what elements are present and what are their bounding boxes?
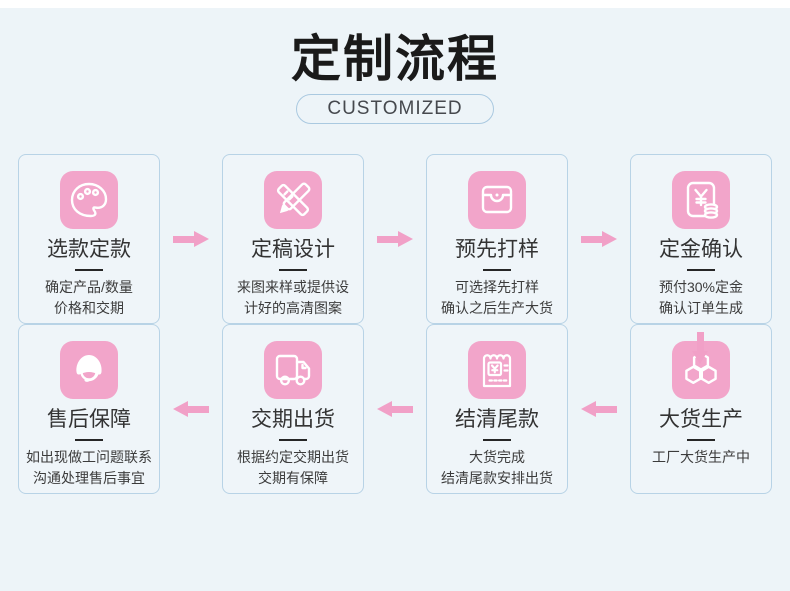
desc-line: 可选择先打样 [455,279,539,295]
desc-line: 预付30%定金 [658,279,744,295]
step-description: 可选择先打样 确认之后生产大货 [441,277,553,319]
design-pen-icon [264,171,322,229]
divider [75,439,103,441]
desc-line: 工厂大货生产中 [652,449,750,465]
arrow-right-icon [377,231,413,247]
divider [279,269,307,271]
flow-row-bottom: 售后保障 如出现做工问题联系 沟通处理售后事宜 [18,324,772,494]
flow-arrow-left [568,324,630,494]
subtitle-pill: CUSTOMIZED [296,94,494,124]
desc-line: 根据约定交期出货 [237,449,349,465]
desc-line: 确定产品/数量 [45,279,133,295]
arrow-right-icon [581,231,617,247]
arrow-left-icon [377,401,413,417]
header: 定制流程 CUSTOMIZED [0,8,790,124]
desc-line: 确认订单生成 [659,300,743,316]
sample-bag-icon [468,171,526,229]
delivery-truck-icon [264,341,322,399]
step-title: 结清尾款 [455,408,539,431]
step-title: 预先打样 [455,238,539,261]
arrow-down-icon [692,332,708,364]
step-description: 预付30%定金 确认订单生成 [659,277,743,319]
step-title: 售后保障 [47,408,131,431]
step-description: 工厂大货生产中 [652,447,750,468]
divider [279,439,307,441]
divider [687,269,715,271]
desc-line: 交期有保障 [258,470,328,486]
desc-line: 沟通处理售后事宜 [33,470,145,486]
desc-line: 价格和交期 [53,300,124,316]
process-flow: 选款定款 确定产品/数量 价格和交期 [18,154,772,494]
flow-arrow-right [160,154,222,324]
step-description: 如出现做工问题联系 沟通处理售后事宜 [26,447,152,489]
flow-arrow-right [364,154,426,324]
step-card-after-sales: 售后保障 如出现做工问题联系 沟通处理售后事宜 [18,324,160,494]
step-description: 根据约定交期出货 交期有保障 [237,447,349,489]
step-card-delivery: 交期出货 根据约定交期出货 交期有保障 [222,324,364,494]
arrow-right-icon [173,231,209,247]
step-title: 定金确认 [659,238,743,261]
arrow-left-icon [581,401,617,417]
step-title: 定稿设计 [251,238,335,261]
divider [687,439,715,441]
flow-arrow-right [568,154,630,324]
step-title: 交期出货 [251,408,335,431]
desc-line: 计好的高清图案 [244,300,342,316]
desc-line: 如出现做工问题联系 [26,449,152,465]
step-card-design: 定稿设计 来图来样或提供设 计好的高清图案 [222,154,364,324]
payment-receipt-icon [468,341,526,399]
step-card-select-style: 选款定款 确定产品/数量 价格和交期 [18,154,160,324]
divider [483,269,511,271]
deposit-coins-icon [672,171,730,229]
desc-line: 确认之后生产大货 [441,300,553,316]
step-card-sample: 预先打样 可选择先打样 确认之后生产大货 [426,154,568,324]
step-description: 大货完成 结清尾款安排出货 [441,447,553,489]
palette-icon [60,171,118,229]
step-card-deposit: 定金确认 预付30%定金 确认订单生成 [630,154,772,324]
after-sales-icon [60,341,118,399]
step-title: 选款定款 [47,238,131,261]
divider [483,439,511,441]
desc-line: 结清尾款安排出货 [441,470,553,486]
desc-line: 来图来样或提供设 [237,279,349,295]
desc-line: 大货完成 [469,449,525,465]
step-description: 确定产品/数量 价格和交期 [45,277,133,319]
step-card-balance-payment: 结清尾款 大货完成 结清尾款安排出货 [426,324,568,494]
flow-row-top: 选款定款 确定产品/数量 价格和交期 [18,154,772,324]
step-description: 来图来样或提供设 计好的高清图案 [237,277,349,319]
divider [75,269,103,271]
flow-arrow-left [160,324,222,494]
arrow-left-icon [173,401,209,417]
page-title: 定制流程 [291,31,499,87]
flow-arrow-left [364,324,426,494]
step-title: 大货生产 [659,408,743,431]
